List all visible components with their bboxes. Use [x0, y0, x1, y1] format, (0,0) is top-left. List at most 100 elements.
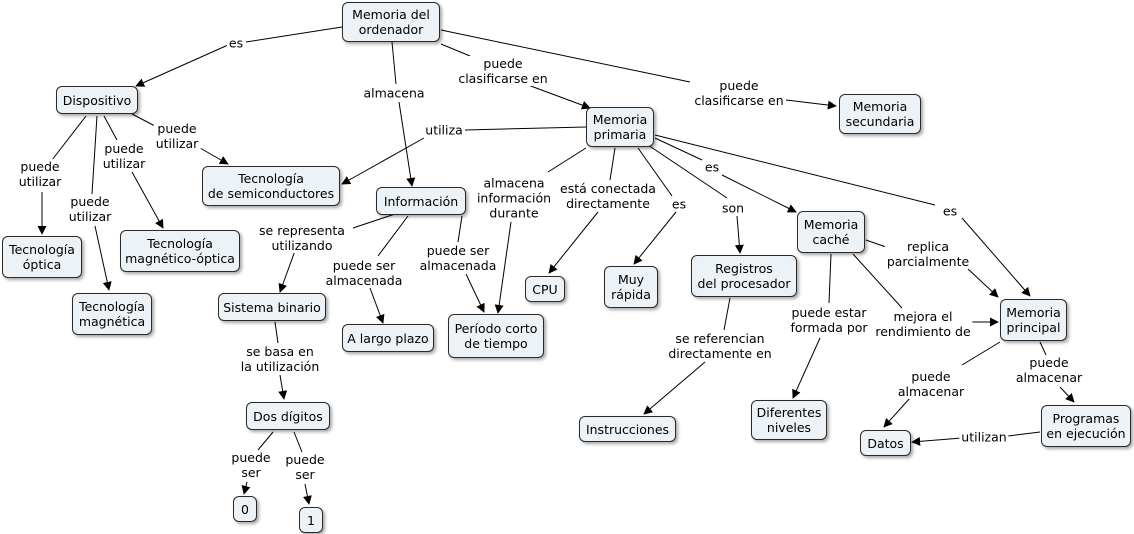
link-puede-utilizar-2: puede utilizar [66, 194, 114, 224]
line-info-representa [352, 213, 396, 229]
node-informacion[interactable]: Información [376, 187, 466, 215]
link-esta-conectada: está conectada directamente [558, 181, 658, 211]
link-se-representa: se representa utilizando [257, 223, 347, 253]
link-almacena-informacion: almacena información durante [474, 175, 554, 221]
line-info-alm1 [377, 215, 409, 257]
line-es4-principal [961, 217, 1031, 297]
line-digitos-ser1 [257, 431, 274, 451]
line-prim-son [647, 144, 728, 199]
node-tecnologia-semiconductores[interactable]: Tecnología de semiconductores [202, 166, 340, 206]
line-basa-digitos [278, 374, 288, 400]
line-prim-utiliza [464, 126, 587, 131]
line-son-registros [734, 215, 744, 254]
line-referencian-instr [643, 361, 706, 415]
link-puede-ser-almacenada-1: puede ser almacenada [323, 258, 405, 288]
line-es3-cache [721, 174, 797, 213]
node-memoria-cache[interactable]: Memoria caché [797, 211, 865, 253]
line-prim-es2 [637, 147, 673, 197]
line-pu4-semic [199, 147, 229, 165]
link-puede-utilizar-3: puede utilizar [100, 141, 148, 171]
line-prim-conectada [609, 147, 616, 181]
node-programas-ejecucion[interactable]: Programas en ejecución [1041, 405, 1131, 447]
line-disp-pu3 [103, 115, 118, 141]
node-registros-procesador[interactable]: Registros del procesador [691, 255, 797, 297]
line-alm2-programas [1059, 386, 1075, 403]
line-representa-binario [278, 247, 297, 293]
link-se-referencian: se referencian directamente en [666, 331, 774, 361]
line-cache-mejora [852, 253, 903, 309]
line-clasif2-secundaria [785, 99, 837, 110]
line-pu3-magopt [131, 171, 164, 229]
line-ordenador-es [245, 26, 343, 43]
line-digitos-ser2 [293, 431, 303, 453]
line-prim-almacinfo [547, 147, 587, 173]
link-puede-ser-2: puede ser [283, 452, 327, 482]
node-uno[interactable]: 1 [299, 507, 323, 533]
link-son: son [719, 200, 747, 216]
line-formada-niveles [792, 337, 821, 399]
line-utilizan-datos [911, 436, 963, 446]
node-memoria-secundaria[interactable]: Memoria secundaria [839, 94, 921, 134]
node-memoria-ordenador[interactable]: Memoria del ordenador [342, 2, 440, 42]
node-dos-digitos[interactable]: Dos dígitos [246, 402, 330, 430]
node-diferentes-niveles[interactable]: Diferentes niveles [751, 400, 827, 440]
line-prim-es4 [654, 134, 936, 206]
node-memoria-primaria[interactable]: Memoria primaria [586, 107, 654, 147]
link-puede-almacenar-1: puede almacenar [895, 369, 967, 399]
line-es-dispositivo [135, 44, 229, 87]
line-clasif1-primaria [527, 84, 591, 110]
node-dispositivo[interactable]: Dispositivo [56, 86, 138, 114]
line-disp-pu2 [91, 115, 98, 195]
line-ordenador-almacena [391, 41, 397, 85]
link-es-4: es [940, 203, 960, 219]
line-ser1-cero [241, 481, 251, 495]
node-sistema-binario[interactable]: Sistema binario [218, 293, 326, 321]
node-memoria-principal[interactable]: Memoria principal [1000, 299, 1067, 341]
link-es-3: es [702, 159, 722, 175]
link-utiliza: utiliza [423, 122, 465, 138]
line-es2-rapida [633, 211, 677, 265]
link-almacena: almacena [361, 85, 427, 101]
line-principal-alm1 [961, 341, 1001, 366]
line-cache-formada [828, 253, 832, 304]
link-puede-almacenar-2: puede almacenar [1013, 355, 1085, 385]
node-instrucciones[interactable]: Instrucciones [579, 416, 676, 442]
line-alm2-periodo [465, 273, 485, 313]
link-puede-clasificarse-1: puede clasificarse en [456, 56, 550, 86]
link-puede-ser-almacenada-2: puede ser almacenada [417, 243, 499, 273]
node-muy-rapida[interactable]: Muy rápida [604, 266, 658, 308]
line-almacena-informacion [398, 101, 416, 187]
line-disp-pu1 [51, 115, 87, 161]
link-mejora-rendimiento: mejora el rendimiento de [873, 309, 973, 339]
line-pu2-magnetica [94, 225, 112, 291]
line-principal-alm2 [1039, 341, 1047, 356]
line-alm1-largo [369, 287, 385, 324]
line-ser2-uno [302, 483, 312, 505]
line-programas-utilizan [1007, 431, 1041, 437]
node-a-largo-plazo[interactable]: A largo plazo [342, 324, 434, 352]
line-almacinfo-periodo [494, 221, 512, 314]
line-binario-basa [274, 321, 279, 344]
line-utiliza-semic [341, 137, 425, 185]
link-es-2: es [669, 196, 689, 212]
link-puede-clasificarse-2: puede clasificarse en [692, 78, 786, 108]
node-cpu[interactable]: CPU [525, 276, 565, 302]
node-periodo-corto[interactable]: Período corto de tiempo [448, 314, 544, 358]
node-tecnologia-optica[interactable]: Tecnología óptica [2, 236, 82, 278]
node-cero[interactable]: 0 [233, 496, 257, 522]
node-tecnologia-magnetica[interactable]: Tecnología magnética [72, 293, 152, 335]
line-cache-replica [865, 239, 887, 248]
line-ordenador-clasif2 [440, 29, 691, 83]
link-utilizan: utilizan [959, 429, 1009, 445]
node-datos[interactable]: Datos [860, 430, 911, 456]
line-ordenador-clasif1 [440, 43, 471, 57]
link-se-basa: se basa en la utilización [238, 344, 322, 374]
line-replica-principal [967, 268, 999, 298]
node-tecnologia-magnetico-optica[interactable]: Tecnología magnético-óptica [120, 230, 240, 272]
line-info-alm2 [457, 215, 463, 243]
link-es: es [226, 35, 246, 51]
line-disp-pu4 [131, 113, 156, 127]
link-puede-utilizar-1: puede utilizar [16, 159, 64, 189]
